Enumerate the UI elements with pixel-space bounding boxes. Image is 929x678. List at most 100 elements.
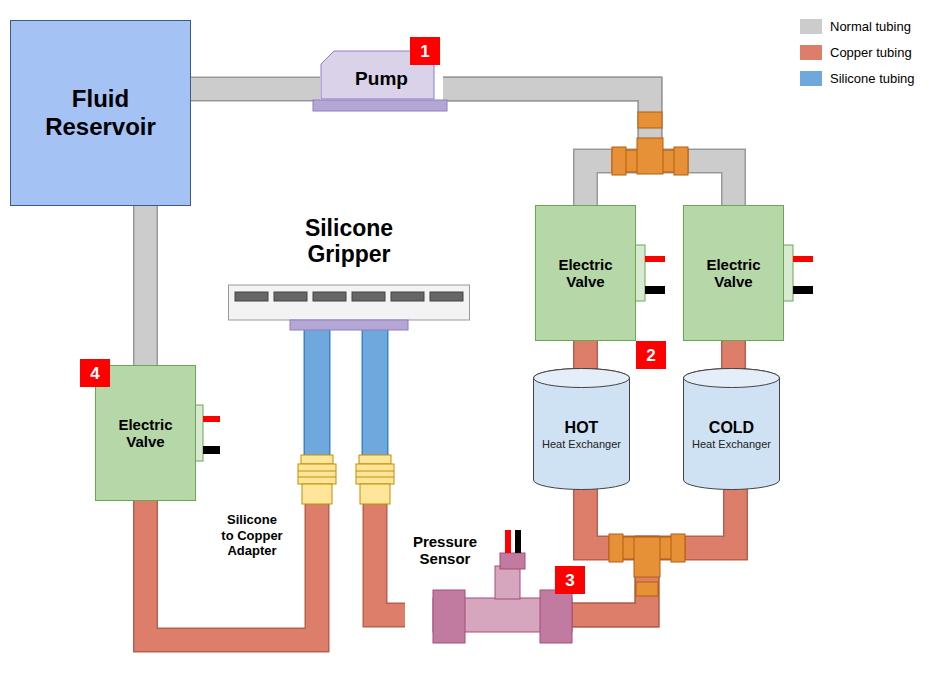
fitting-band: [609, 534, 623, 562]
tube-outline: [721, 341, 746, 370]
gripper-pad: [391, 292, 424, 301]
pump-base: [313, 100, 447, 111]
black-wire: [793, 286, 813, 294]
adapter-thread: [298, 471, 336, 472]
fitting-coupling: [638, 112, 662, 128]
node-title: Electric Valve: [546, 256, 626, 291]
legend-swatch: [800, 71, 822, 86]
tube-fill: [146, 480, 318, 640]
callout-box: 2: [636, 341, 666, 369]
red-wire: [645, 256, 665, 262]
gripper-bar: [229, 285, 470, 320]
black-wire: [203, 446, 220, 454]
callout-number: 2: [646, 347, 655, 364]
adapter-nut: [356, 464, 394, 484]
tube-outline: [443, 89, 650, 205]
callout-box: 3: [555, 566, 585, 594]
electric-valve: Electric Valve: [95, 365, 196, 501]
tube-fill: [443, 89, 650, 205]
node-text-area: Silicone Gripper: [228, 205, 470, 277]
node-text-area: COLDHeat Exchanger: [683, 392, 780, 478]
fitting-band: [674, 147, 688, 175]
black-wire: [645, 286, 665, 294]
tube-outline: [443, 89, 734, 205]
callout-number: 3: [565, 572, 574, 589]
tubing-connector: [443, 89, 734, 205]
adapter-thread: [298, 477, 336, 478]
gripper-pad: [313, 292, 346, 301]
black-wire: [515, 530, 521, 553]
node-title: Pressure Sensor: [406, 533, 484, 568]
part-label-box: Silicone to Copper Adapter: [216, 512, 288, 559]
node-text-area: Pressure Sensor: [405, 530, 485, 570]
node-subtitle: Heat Exchanger: [542, 438, 621, 451]
cylinder-top: [534, 369, 630, 388]
fitting-boss: [637, 138, 663, 174]
adapter-thread: [356, 471, 394, 472]
adapter-collar: [301, 455, 333, 464]
node-title: Silicone Gripper: [274, 215, 424, 268]
legend-swatch: [800, 19, 822, 34]
tube-outline: [133, 206, 158, 365]
adapter-collar: [359, 455, 391, 464]
callout-number: 4: [90, 365, 99, 382]
fitting-coupling: [636, 582, 658, 596]
adapter-thread: [356, 477, 394, 478]
silicone-copper-adapter: [298, 455, 336, 504]
silicone-gripper: Silicone Gripper: [228, 205, 478, 330]
legend-text: Normal tubing: [830, 18, 911, 35]
silicone-copper-adapter: [356, 455, 394, 504]
tube-outline: [573, 341, 598, 370]
node-text-area: Electric Valve: [96, 366, 195, 500]
node-text-area: Fluid Reservoir: [11, 21, 190, 205]
tubing-connector: [572, 488, 736, 615]
gripper-plate: [290, 320, 408, 330]
node-text-area: Electric Valve: [684, 206, 783, 340]
tube-fill: [443, 89, 734, 205]
adapter-nut: [298, 464, 336, 484]
callout-box: 4: [80, 359, 110, 387]
red-wire: [505, 530, 511, 553]
tubing-connector: [145, 206, 146, 365]
red-wire: [203, 416, 220, 422]
node-title: Pump: [355, 68, 408, 90]
adapter-body: [360, 484, 390, 504]
sensor-stem: [495, 566, 520, 599]
legend-text: Silicone tubing: [830, 70, 915, 87]
fitting-band: [671, 534, 685, 562]
cylinder-top: [684, 369, 780, 388]
node-title: Fluid Reservoir: [36, 85, 166, 140]
node-subtitle: Heat Exchanger: [692, 438, 771, 451]
tube-outline: [191, 77, 320, 102]
tee-flange: [433, 590, 465, 643]
gripper-pad: [274, 292, 307, 301]
electric-valve: Electric Valve: [683, 205, 784, 341]
pressure-sensor: Pressure Sensor: [405, 528, 572, 645]
heat-exchanger: HOTHeat Exchanger: [533, 368, 638, 490]
tee-fitting: [609, 534, 685, 596]
gripper-pad: [352, 292, 385, 301]
gripper-pad: [430, 292, 463, 301]
electric-valve: Electric Valve: [535, 205, 636, 341]
part-label: Silicone to Copper Adapter: [221, 512, 284, 559]
tube-outline: [572, 488, 736, 615]
tubing-connector: [585, 341, 586, 370]
cylinder-body: [534, 369, 630, 490]
tube-fill: [575, 341, 597, 370]
node-text-area: HOTHeat Exchanger: [533, 392, 630, 478]
red-wire: [793, 256, 813, 262]
legend-swatch: [800, 45, 822, 60]
fitting-boss: [634, 537, 660, 577]
tube-fill: [191, 78, 320, 100]
cylinder-body: [684, 369, 780, 490]
node-title: Electric Valve: [694, 256, 774, 291]
gripper-pad: [235, 292, 268, 301]
fitting-band: [612, 147, 626, 175]
adapter-body: [302, 484, 332, 504]
callout-box: 1: [410, 37, 440, 65]
callout-number: 1: [420, 43, 429, 60]
tee-flange: [540, 590, 572, 643]
tube-outline: [146, 480, 318, 640]
node-title: Electric Valve: [106, 416, 186, 451]
